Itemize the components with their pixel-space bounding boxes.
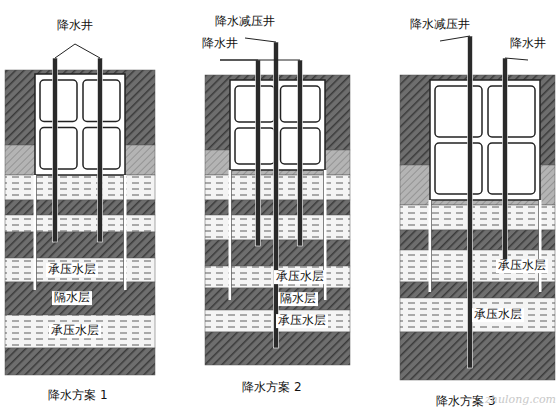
station-cell bbox=[235, 86, 275, 122]
diaphragm-wall bbox=[34, 175, 37, 290]
layer-label: 承压水层 bbox=[472, 308, 524, 322]
well-pipe bbox=[53, 58, 58, 242]
diaphragm-wall bbox=[36, 175, 37, 290]
soil-layer bbox=[5, 348, 155, 375]
well-label: 降水井 bbox=[55, 19, 95, 33]
station-cell bbox=[435, 86, 482, 137]
leader-line bbox=[440, 36, 470, 41]
soil-layer bbox=[400, 205, 555, 230]
station-cell bbox=[40, 128, 77, 170]
well-pipe bbox=[298, 60, 303, 246]
soil-layer bbox=[400, 230, 555, 250]
leader-line bbox=[245, 38, 276, 42]
layer-label: 承压水层 bbox=[46, 263, 98, 277]
layer-label: 承压水层 bbox=[276, 314, 328, 328]
diaphragm-wall bbox=[123, 175, 124, 290]
watermark: zhulong.com bbox=[483, 394, 558, 407]
station-cell bbox=[40, 80, 77, 122]
leader-line bbox=[75, 44, 100, 58]
diaphragm-wall bbox=[431, 200, 432, 292]
layer-label: 承压水层 bbox=[274, 270, 326, 284]
diaphragm-wall bbox=[429, 200, 432, 292]
scheme-caption: 降水方案 2 bbox=[240, 381, 303, 395]
soil-layer bbox=[5, 215, 155, 232]
leader-line bbox=[505, 58, 528, 60]
soil-layer bbox=[400, 298, 555, 332]
layer-label: 承压水层 bbox=[496, 259, 548, 273]
well-pipe bbox=[256, 60, 261, 246]
well-label: 降水减压井 bbox=[408, 18, 472, 32]
station-box bbox=[430, 80, 540, 200]
scheme-caption: 降水方案 1 bbox=[46, 389, 109, 403]
well-label: 降水井 bbox=[200, 37, 240, 51]
soil-layer bbox=[400, 332, 555, 380]
soil-layer bbox=[5, 258, 155, 282]
soil-layer bbox=[5, 175, 155, 200]
soil-layer bbox=[5, 232, 155, 258]
soil-layer bbox=[5, 282, 155, 315]
station-cell bbox=[488, 86, 535, 137]
soil-layer bbox=[400, 250, 555, 282]
layer-label: 隔水层 bbox=[278, 292, 318, 306]
well-pipe bbox=[503, 58, 508, 262]
leader-line bbox=[55, 44, 75, 58]
soil-layer bbox=[5, 315, 155, 348]
layer-label: 隔水层 bbox=[52, 291, 92, 305]
station-box bbox=[35, 74, 125, 175]
soil-layer bbox=[400, 282, 555, 298]
diaphragm-wall bbox=[539, 200, 542, 292]
station-cell bbox=[235, 128, 275, 164]
diaphragm-wall bbox=[229, 170, 232, 300]
station-cell bbox=[488, 143, 535, 194]
diaphragm-wall bbox=[124, 175, 127, 290]
station-cell bbox=[435, 143, 482, 194]
wells bbox=[53, 36, 529, 368]
leader-line bbox=[220, 60, 300, 61]
well-label: 降水减压井 bbox=[213, 15, 277, 29]
soil-layer bbox=[5, 200, 155, 215]
layer-label: 承压水层 bbox=[49, 324, 101, 338]
station-structure bbox=[35, 74, 540, 300]
well-label: 降水井 bbox=[508, 37, 548, 51]
well-pipe bbox=[98, 58, 103, 242]
diaphragm-wall bbox=[538, 200, 539, 292]
diaphragm-wall bbox=[231, 170, 232, 300]
